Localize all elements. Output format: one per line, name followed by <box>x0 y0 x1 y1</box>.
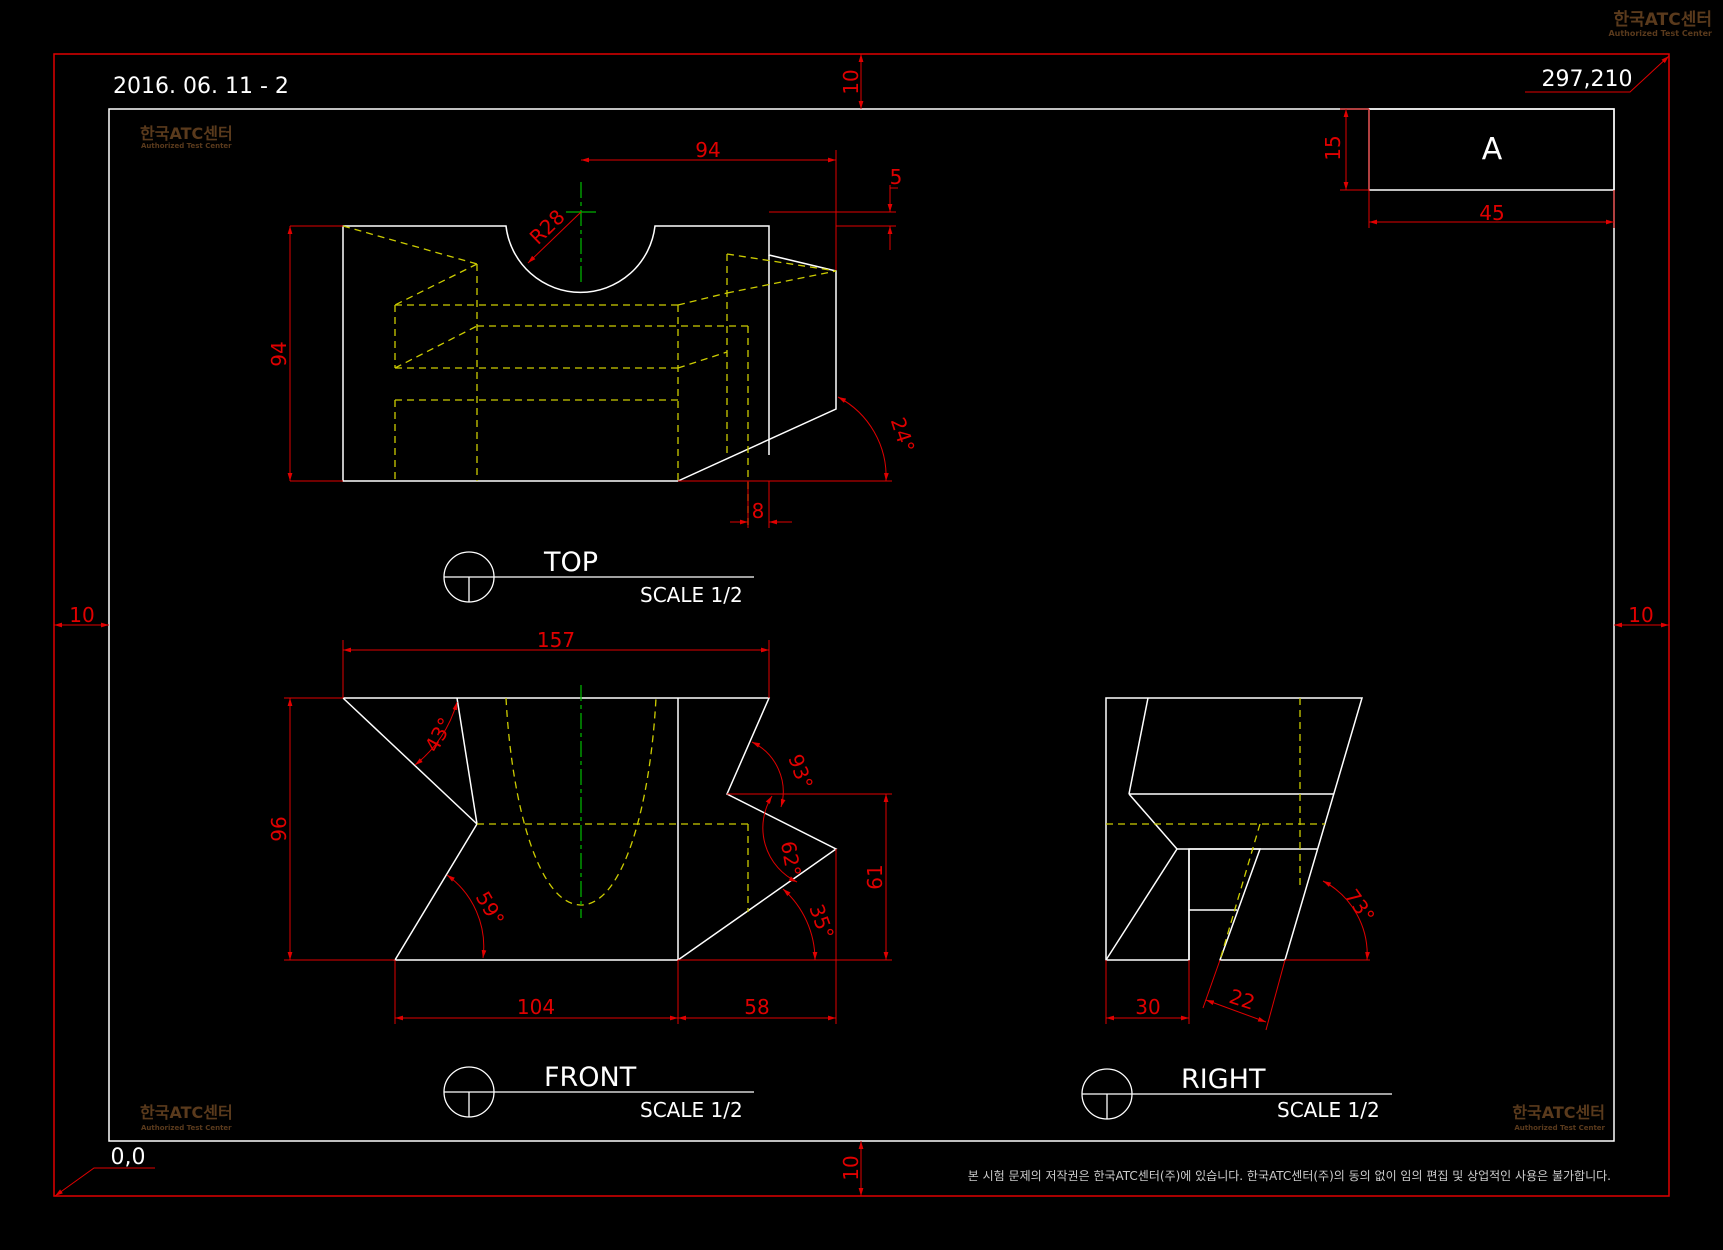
right-dim-22: 22 <box>1226 984 1258 1015</box>
front-dim-61: 61 <box>863 864 887 889</box>
right-view-hidden-lines <box>1106 698 1325 961</box>
right-dim-73deg: 73° <box>1340 885 1380 928</box>
sheet-frame: 10 10 10 10 297,210 0,0 2016. 06. 11 - 2… <box>53 53 1670 1197</box>
front-dim-157: 157 <box>537 628 575 652</box>
front-view-hidden-lines <box>477 697 749 912</box>
front-view-scale: SCALE 1/2 <box>640 1098 743 1122</box>
origin-label: 0,0 <box>111 1145 146 1170</box>
front-dim-93deg: 93° <box>783 751 818 793</box>
title-block: A 15 45 <box>1321 108 1615 228</box>
watermark-logo-subtitle: Authorized Test Center <box>1608 29 1712 38</box>
front-dim-104: 104 <box>517 995 555 1019</box>
right-view-title: RIGHT <box>1181 1064 1266 1095</box>
watermark-logo-subtitle: Authorized Test Center <box>141 1124 232 1132</box>
top-dim-94-width: 94 <box>695 138 720 162</box>
watermark-inner-top-left: 한국ATC센터 Authorized Test Center <box>140 124 233 150</box>
front-view: 157 96 61 104 58 43° 59° 93° 62° 35° FRO… <box>267 628 892 1122</box>
top-view-hidden-lines <box>342 225 837 525</box>
watermark-logo-title: 한국ATC센터 <box>140 124 233 143</box>
front-view-title: FRONT <box>544 1062 637 1093</box>
title-block-height: 15 <box>1321 135 1345 160</box>
margin-bottom-label: 10 <box>839 1155 863 1180</box>
front-dim-58: 58 <box>744 995 769 1019</box>
top-dim-5: 5 <box>890 165 903 189</box>
margin-top-label: 10 <box>839 69 863 94</box>
right-view-outline <box>1105 697 1364 961</box>
front-view-outline <box>343 697 838 961</box>
right-dim-30: 30 <box>1135 995 1160 1019</box>
top-dim-24deg: 24° <box>886 414 920 455</box>
watermark-logo-subtitle: Authorized Test Center <box>1514 1124 1605 1132</box>
copyright-notice: 본 시험 문제의 저작권은 한국ATC센터(주)에 있습니다. 한국ATC센터(… <box>968 1169 1611 1183</box>
margin-right-label: 10 <box>1628 603 1653 627</box>
watermark-logo-title: 한국ATC센터 <box>140 1103 233 1122</box>
inner-border <box>108 108 1615 1142</box>
right-view: 30 22 73° RIGHT SCALE 1/2 <box>1081 697 1392 1122</box>
front-dim-35deg: 35° <box>804 901 839 943</box>
outer-border <box>53 53 1670 1197</box>
top-view-scale: SCALE 1/2 <box>640 583 743 607</box>
watermark-logo-title: 한국ATC센터 <box>1512 1103 1605 1122</box>
sheet-size-label: 297,210 <box>1542 67 1633 92</box>
front-dim-62deg: 62° <box>776 839 806 878</box>
title-block-label: A <box>1482 132 1503 167</box>
top-view: 94 94 5 R28 24° 8 TOP SCALE 1/2 <box>267 138 920 607</box>
front-dim-43deg: 43° <box>420 713 458 756</box>
top-view-outline <box>342 225 837 482</box>
watermark-logo-subtitle: Authorized Test Center <box>141 142 232 150</box>
watermark-top-right: 한국ATC센터 Authorized Test Center <box>1608 10 1712 38</box>
watermark-logo-title: 한국ATC센터 <box>1614 10 1712 30</box>
watermark-inner-bottom-right: 한국ATC센터 Authorized Test Center <box>1512 1103 1605 1132</box>
front-dim-59deg: 59° <box>471 887 510 930</box>
date-label: 2016. 06. 11 - 2 <box>113 74 289 99</box>
right-view-scale: SCALE 1/2 <box>1277 1098 1380 1122</box>
margin-left-label: 10 <box>69 603 94 627</box>
top-dim-r28: R28 <box>525 205 570 250</box>
watermark-inner-bottom-left: 한국ATC센터 Authorized Test Center <box>140 1103 233 1132</box>
top-view-title: TOP <box>543 547 598 578</box>
top-dim-8: 8 <box>752 499 765 523</box>
front-dim-96: 96 <box>267 816 291 841</box>
top-dim-94-height: 94 <box>267 341 291 366</box>
title-block-width: 45 <box>1479 201 1504 225</box>
